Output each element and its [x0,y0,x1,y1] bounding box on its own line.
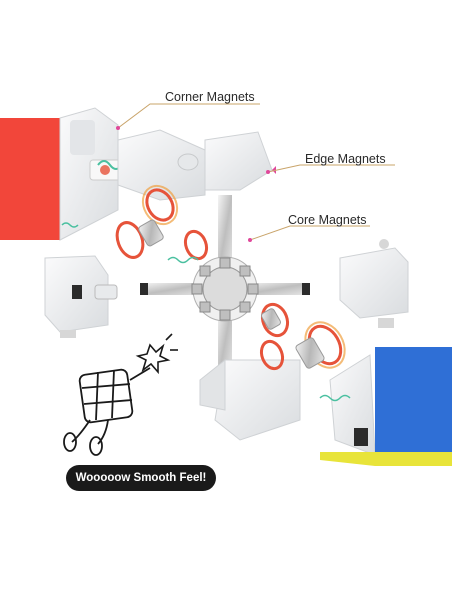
red-corner-piece [0,107,123,241]
left-edge-piece [44,255,118,338]
lower-edge-piece [199,358,301,441]
magnet-rings [115,188,343,371]
magnet-cylinders [138,219,325,369]
springs [61,222,351,402]
spark-icon [135,333,178,375]
top-edge-piece [117,129,276,201]
core-magnets-label: Core Magnets [288,213,367,227]
leader-lines [117,103,395,241]
corner-magnets-label: Corner Magnets [165,90,255,104]
right-edge-piece [339,239,409,328]
core-cross [140,195,310,380]
cube-mascot-icon [63,367,151,456]
smooth-feel-badge: Wooooow Smooth Feel! [66,465,216,491]
edge-magnets-label: Edge Magnets [305,152,386,166]
leader-dots [116,126,270,242]
blue-corner-piece [320,347,452,466]
